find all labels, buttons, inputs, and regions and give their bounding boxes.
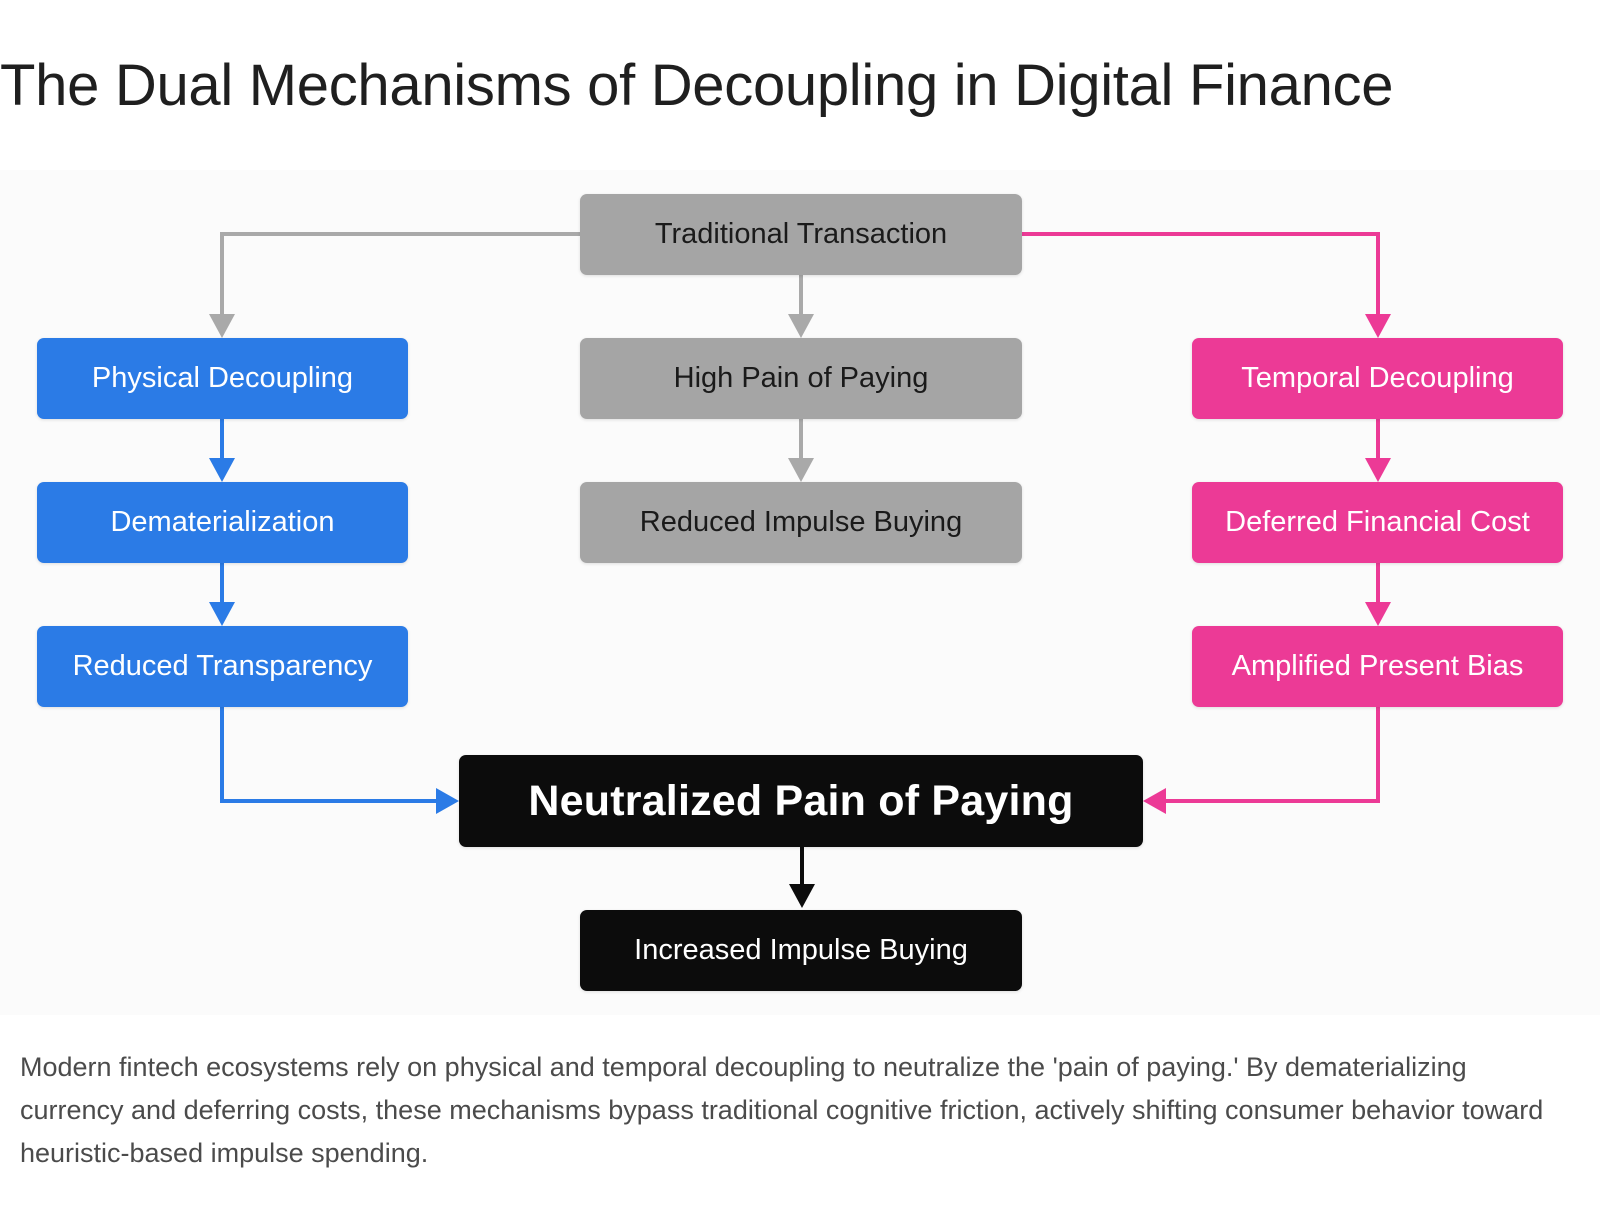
node-reduced-transparency: Reduced Transparency [37, 626, 408, 707]
arrowhead-temporal [1365, 314, 1391, 338]
arrowhead-transparency [209, 602, 235, 626]
node-label: Increased Impulse Buying [634, 934, 968, 966]
node-increased-impulse-buying: Increased Impulse Buying [580, 910, 1022, 991]
page-title: The Dual Mechanisms of Decoupling in Dig… [0, 53, 1394, 118]
node-label: Reduced Impulse Buying [639, 506, 963, 538]
node-neutralized-pain-of-paying: Neutralized Pain of Paying [459, 755, 1143, 847]
arrowhead-neutralized-left [436, 788, 459, 814]
connector-traditional-to-physical [220, 232, 580, 318]
connector-transparency-to-neutralized [220, 707, 440, 803]
arrowhead-reduced-impulse [788, 458, 814, 482]
arrowhead-increased [789, 884, 815, 908]
node-dematerialization: Dematerialization [37, 482, 408, 563]
arrowhead-dematerialization [209, 458, 235, 482]
node-traditional-transaction: Traditional Transaction [580, 194, 1022, 275]
blue-arrowheads [209, 458, 459, 814]
node-high-pain-of-paying: High Pain of Paying [580, 338, 1022, 419]
connector-traditional-to-temporal [1022, 232, 1380, 318]
node-label: Amplified Present Bias [1231, 650, 1524, 682]
node-label: Traditional Transaction [654, 218, 948, 250]
node-amplified-present-bias: Amplified Present Bias [1192, 626, 1563, 707]
node-deferred-financial-cost: Deferred Financial Cost [1192, 482, 1563, 563]
arrowhead-high-pain [788, 314, 814, 338]
node-label: High Pain of Paying [673, 362, 929, 394]
node-label: Reduced Transparency [72, 650, 373, 682]
connector-present-bias-to-neutralized [1162, 707, 1380, 803]
node-label: Dematerialization [110, 506, 335, 538]
arrowhead-physical [209, 314, 235, 338]
node-label: Deferred Financial Cost [1225, 506, 1530, 538]
node-temporal-decoupling: Temporal Decoupling [1192, 338, 1563, 419]
gray-arrowheads [209, 314, 814, 482]
arrowhead-present-bias [1365, 602, 1391, 626]
node-label: Temporal Decoupling [1241, 362, 1514, 394]
node-physical-decoupling: Physical Decoupling [37, 338, 408, 419]
node-label: Neutralized Pain of Paying [528, 776, 1074, 825]
diagram-caption: Modern fintech ecosystems rely on physic… [20, 1052, 1544, 1168]
node-reduced-impulse-buying: Reduced Impulse Buying [580, 482, 1022, 563]
arrowhead-neutralized-right [1143, 788, 1166, 814]
gray-connectors [220, 232, 803, 462]
blue-connectors [220, 419, 440, 803]
pink-arrowheads [1143, 314, 1391, 814]
pink-connectors [1022, 232, 1380, 803]
arrowhead-deferred [1365, 458, 1391, 482]
node-label: Physical Decoupling [91, 362, 354, 394]
black-connectors [789, 847, 815, 908]
